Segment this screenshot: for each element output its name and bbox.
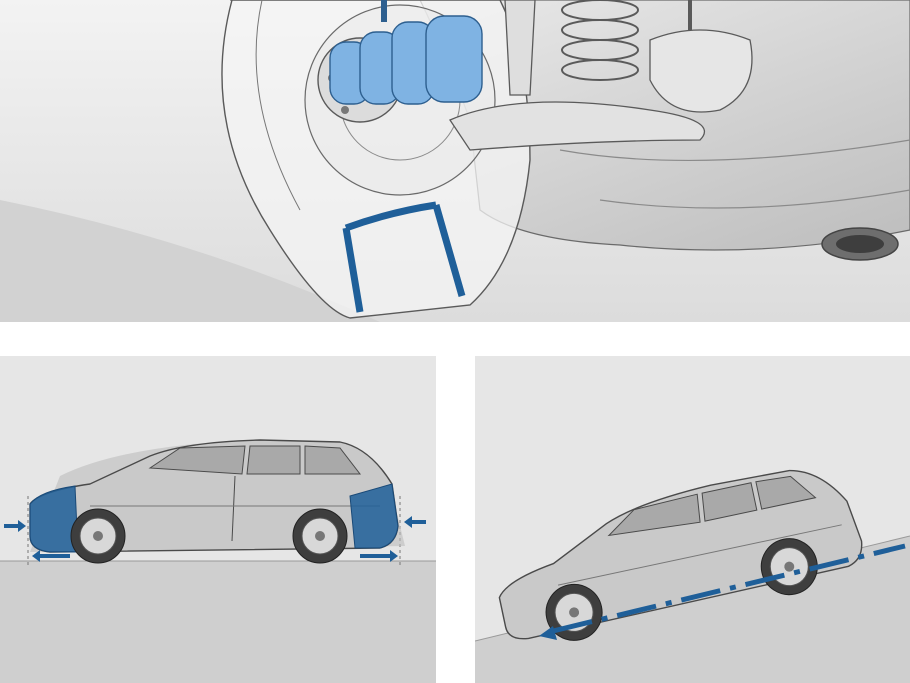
ground xyxy=(0,561,436,683)
wheel-suspension-illustration xyxy=(0,0,910,322)
exhaust-opening xyxy=(836,235,884,253)
wheel-bolt xyxy=(341,106,349,114)
strut xyxy=(505,0,535,95)
suv-ramp-drawing xyxy=(475,356,910,683)
rear-window xyxy=(247,446,300,474)
suv-overhang-drawing xyxy=(0,356,436,683)
suv-overhang-illustration xyxy=(0,356,436,683)
front-wheel xyxy=(71,509,125,563)
rear-wheel xyxy=(293,509,347,563)
wheel-suspension-drawing xyxy=(0,0,910,322)
rear-overhang-highlight xyxy=(350,484,398,548)
suv-ramp-illustration xyxy=(475,356,910,683)
